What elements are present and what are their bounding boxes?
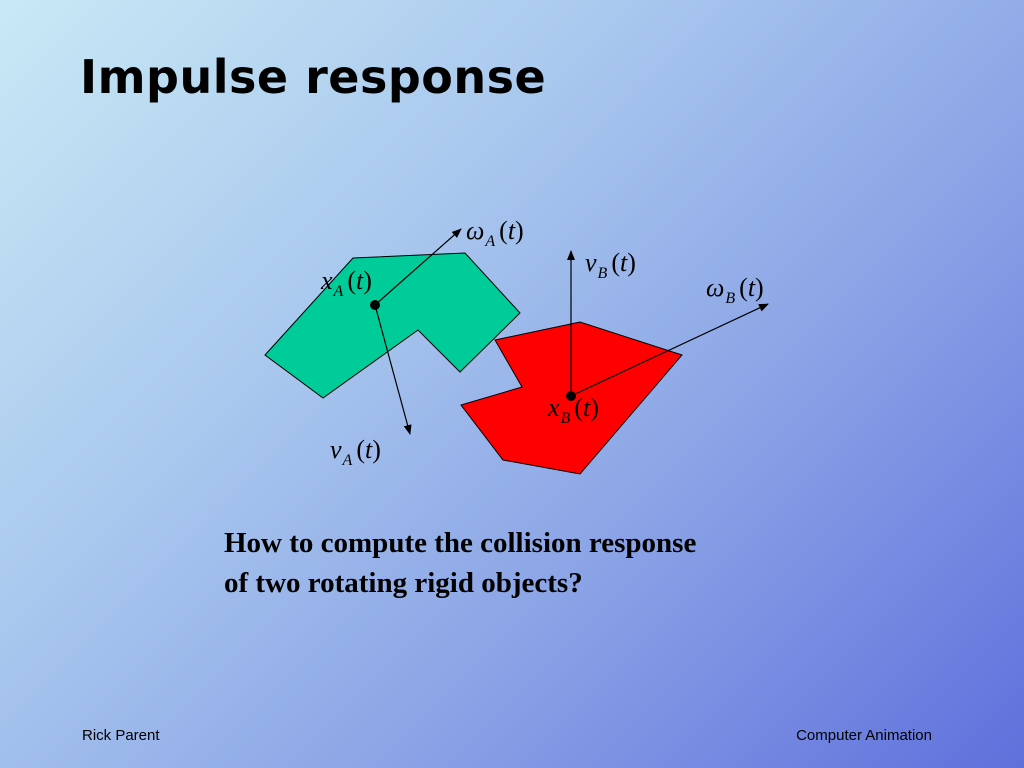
x-a-symbol: x <box>321 266 333 295</box>
v-a-label: vA(t) <box>330 435 381 469</box>
center-of-mass-a <box>370 300 380 310</box>
x-a-label: xA(t) <box>321 266 372 300</box>
question-line-2: of two rotating rigid objects? <box>224 567 583 599</box>
x-a-subscript: A <box>333 283 344 300</box>
omega-b-subscript: B <box>725 290 736 307</box>
v-b-arg: t <box>620 248 628 277</box>
omega-a-arg: t <box>507 216 516 245</box>
v-b-label: vB(t) <box>585 248 636 282</box>
v-b-subscript: B <box>597 265 608 282</box>
omega-a-symbol: ω <box>466 216 485 245</box>
object-a-polygon <box>264 252 521 399</box>
x-b-subscript: B <box>560 410 571 427</box>
slide-title: Impulse response <box>80 50 547 104</box>
v-a-arg: t <box>365 435 373 464</box>
footer-course: Computer Animation <box>796 727 932 744</box>
v-a-subscript: A <box>342 452 353 469</box>
omega-b-label: ωB(t) <box>706 273 764 307</box>
v-a-arrow <box>374 304 412 435</box>
omega-b-arrow <box>570 303 769 397</box>
omega-a-subscript: A <box>485 233 496 250</box>
omega-b-arg: t <box>747 273 756 302</box>
omega-a-label: ωA(t) <box>466 216 524 250</box>
footer-author: Rick Parent <box>82 727 160 744</box>
x-a-arg: t <box>356 266 364 295</box>
x-b-label: xB(t) <box>548 393 599 427</box>
x-b-symbol: x <box>548 393 560 422</box>
x-b-arg: t <box>583 393 591 422</box>
center-of-mass-b <box>566 391 576 401</box>
v-a-symbol: v <box>330 435 342 464</box>
question-text: How to compute the collision response of… <box>224 523 824 603</box>
omega-a-arrow <box>374 228 462 306</box>
question-line-1: How to compute the collision response <box>224 527 697 559</box>
omega-b-symbol: ω <box>706 273 725 302</box>
v-b-symbol: v <box>585 248 597 277</box>
